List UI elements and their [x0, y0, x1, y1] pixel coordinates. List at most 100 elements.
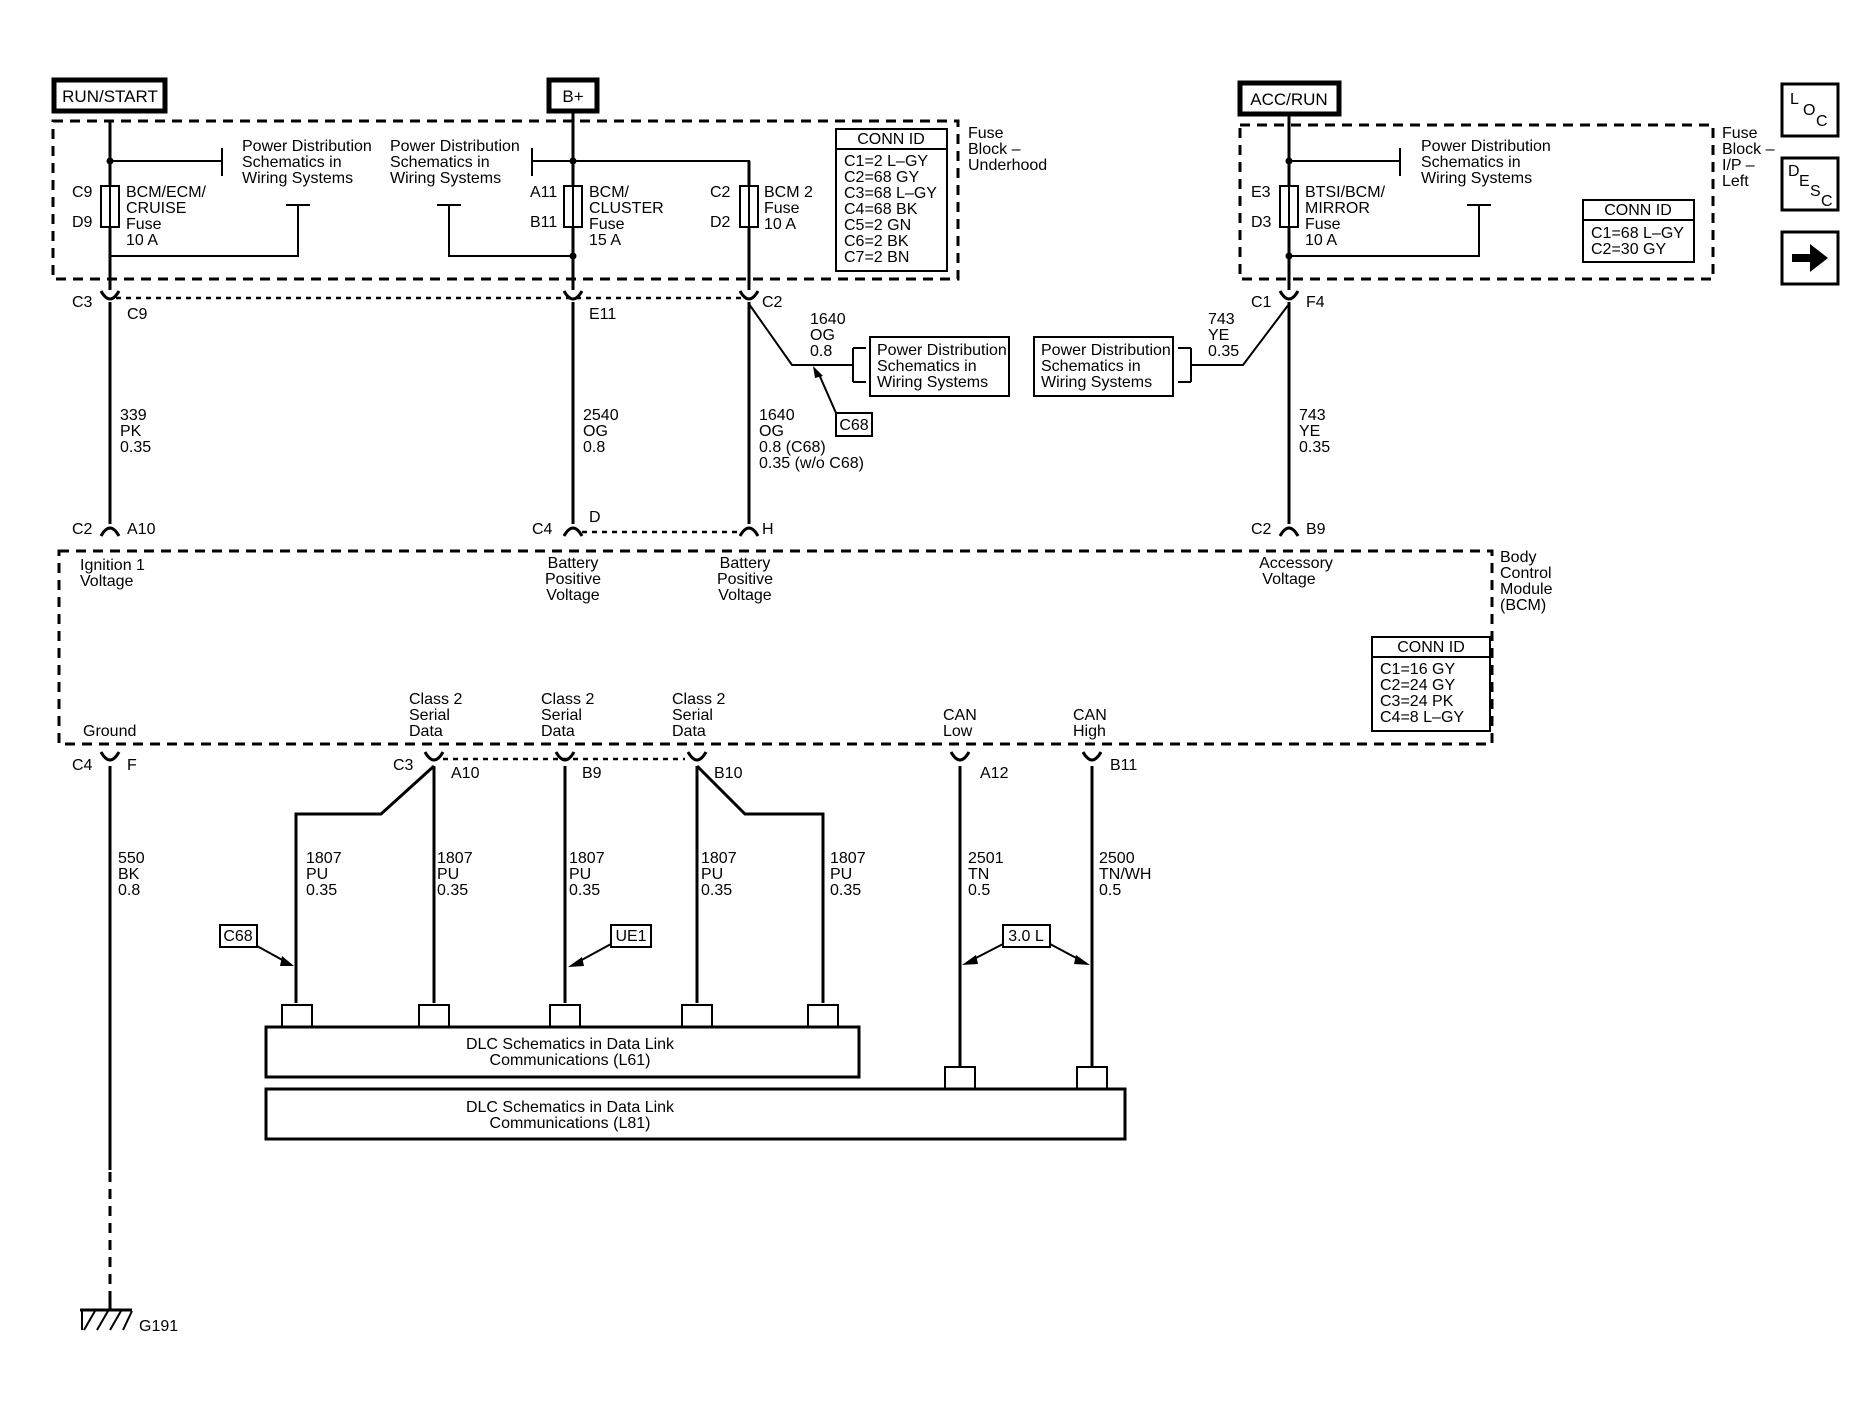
wire-label: PU	[569, 866, 591, 883]
pd-ref-box-right[interactable]: Power Distribution Schematics in Wiring …	[1033, 336, 1174, 397]
conn-label: C2	[762, 294, 783, 311]
wire-label: 0.35	[830, 882, 861, 899]
loc-button[interactable]: L O C	[1780, 82, 1840, 138]
wire-label: 2501	[968, 850, 1004, 867]
wire-label: 339	[120, 407, 147, 424]
fuse-2-bottom-pin: B11	[530, 214, 557, 231]
wire-label: 0.8	[583, 439, 605, 456]
connector-b11: B11	[1081, 751, 1137, 774]
wire-1640-branch	[748, 303, 853, 366]
pin-desc: Ignition 1	[80, 557, 145, 574]
bcm-conn-id-table: CONN ID C1=16 GY C2=24 GY C3=24 PK C4=8 …	[1371, 636, 1491, 732]
pin-desc: Battery	[548, 555, 599, 572]
next-page-button[interactable]	[1780, 230, 1840, 286]
conn-id-row: C2=68 GY	[844, 169, 919, 186]
arrow-head-icon	[813, 366, 823, 378]
pin-desc: CAN	[1073, 707, 1107, 724]
fuse-2-name: CLUSTER	[589, 200, 664, 217]
wire-label: 550	[118, 850, 145, 867]
wire-label: 2500	[1099, 850, 1135, 867]
fuse-block-underhood-label-3: Underhood	[968, 157, 1047, 174]
pd-ref-text: Power Distribution	[1041, 342, 1171, 359]
fuse-1-name: Fuse	[126, 216, 162, 233]
acc-run-label: ACC/RUN	[1237, 80, 1342, 117]
dlc-text: Communications (L61)	[490, 1052, 651, 1069]
pd-ref-text: Schematics in	[1421, 154, 1521, 171]
connector-b10: B10	[686, 751, 743, 782]
conn-id-row: C1=16 GY	[1380, 661, 1455, 678]
arrow-head-icon	[280, 956, 294, 966]
fuse-1-top-pin: C9	[72, 184, 93, 201]
conn-id-row: C7=2 BN	[844, 249, 909, 266]
pin-desc: Serial	[672, 707, 713, 724]
tag-text: C68	[839, 417, 868, 434]
run-start-text: RUN/START	[62, 87, 158, 106]
wire-label: OG	[759, 423, 784, 440]
wire-label: PU	[437, 866, 459, 883]
conn-label: C2	[1251, 521, 1272, 538]
wire-1807-2-label: 1807 PU 0.35	[437, 850, 473, 899]
pin-desc: CAN	[943, 707, 977, 724]
dlc-l61-pins	[281, 1004, 839, 1027]
pd-ref-fuse-2: Power Distribution Schematics in Wiring …	[390, 138, 520, 187]
fuse-1-name: CRUISE	[126, 200, 186, 217]
right-arrow-icon	[1792, 244, 1828, 272]
wire-label: 1807	[569, 850, 605, 867]
conn-label: D	[589, 509, 601, 526]
fuse-block-underhood-label-2: Block –	[968, 141, 1021, 158]
conn-id-row: C6=2 BK	[844, 233, 909, 250]
pin-desc: Ground	[83, 723, 136, 740]
wire-1807-5	[695, 764, 825, 1003]
wire-label: 743	[1208, 311, 1235, 328]
run-start-label: RUN/START	[51, 77, 168, 114]
pd-ref-text: Wiring Systems	[1041, 374, 1152, 391]
wire-label: YE	[1208, 327, 1229, 344]
acc-run-text: ACC/RUN	[1250, 90, 1327, 109]
conn-id-row: C1=68 L–GY	[1591, 225, 1684, 242]
dlc-l81-box[interactable]: DLC Schematics in Data Link Communicatio…	[264, 1087, 1127, 1141]
connector-e11: E11	[562, 290, 616, 323]
wire-2501-label: 2501 TN 0.5	[968, 850, 1004, 899]
arrow-head-icon	[568, 957, 584, 967]
conn-id-row: C4=68 BK	[844, 201, 918, 218]
pd-ref-fuse-1: Power Distribution Schematics in Wiring …	[242, 138, 372, 187]
pd-ref-text: Schematics in	[1041, 358, 1141, 375]
fuse-2-name: 15 A	[589, 232, 621, 249]
dlc-text: DLC Schematics in Data Link	[466, 1099, 675, 1116]
desc-button[interactable]: D E S C	[1780, 156, 1840, 212]
dlc-text: DLC Schematics in Data Link	[466, 1036, 675, 1053]
conn-id-row: C3=24 PK	[1380, 693, 1454, 710]
wire-label: 1640	[759, 407, 795, 424]
tag-3-0-l-arrow-left	[971, 943, 1004, 961]
wire-label: PK	[120, 423, 142, 440]
wire-label: 0.35	[1208, 343, 1239, 360]
fuse-block-ip-label-4: Left	[1722, 173, 1749, 190]
connector-c2-a10: C2 A10	[72, 521, 156, 538]
pin-desc: Data	[541, 723, 575, 740]
wire-339-label: 339 PK 0.35	[120, 407, 151, 456]
dlc-l61-box[interactable]: DLC Schematics in Data Link Communicatio…	[264, 1025, 861, 1079]
underhood-conn-id-table: CONN ID C1=2 L–GY C2=68 GY C3=68 L–GY C4…	[835, 128, 948, 272]
fuse-2-name: BCM/	[589, 184, 630, 201]
wire-label: 0.35	[701, 882, 732, 899]
pin-desc: Serial	[409, 707, 450, 724]
wire-label: 743	[1299, 407, 1326, 424]
wire-1640-branch-label: 1640 OG 0.8	[810, 311, 846, 360]
wire-label: PU	[830, 866, 852, 883]
tag-text: 3.0 L	[1008, 928, 1044, 945]
wire-label: TN/WH	[1099, 866, 1151, 883]
pin-desc: Data	[409, 723, 443, 740]
pin-desc: Class 2	[541, 691, 594, 708]
pin-desc: Voltage	[80, 573, 133, 590]
wire-1807-1	[294, 764, 436, 1003]
conn-label: B11	[1110, 757, 1137, 774]
pd-ref-text: Wiring Systems	[877, 374, 988, 391]
ip-fuse-name: Fuse	[1305, 216, 1341, 233]
pin-desc: Data	[672, 723, 706, 740]
pin-desc: Voltage	[718, 587, 771, 604]
desc-letter-d: D	[1788, 163, 1800, 180]
fuse-2-name: Fuse	[589, 216, 625, 233]
arrow-head-icon	[1074, 955, 1090, 965]
ip-conn-id-table: CONN ID C1=68 L–GY C2=30 GY	[1582, 199, 1695, 263]
pd-ref-box-left[interactable]: Power Distribution Schematics in Wiring …	[869, 336, 1010, 397]
